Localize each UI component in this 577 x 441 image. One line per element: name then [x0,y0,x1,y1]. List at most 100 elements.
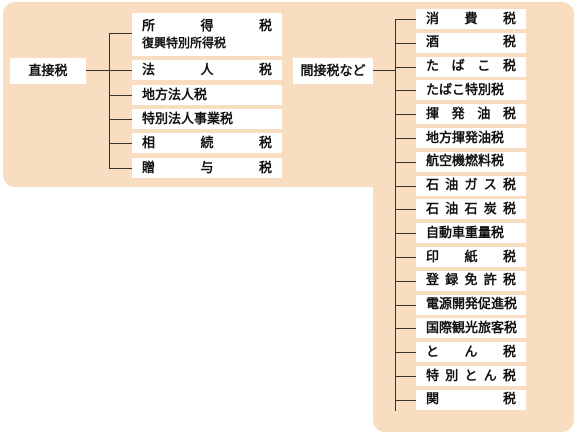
indirect-tax-item: 印紙税 [416,247,526,267]
direct-branch-line [109,33,132,34]
indirect-tax-item-char: 許 [483,273,497,289]
indirect-tax-item-char: 録 [445,273,459,289]
indirect-tax-item-char: 税 [502,178,516,194]
indirect-branch-line [395,43,416,44]
indirect-tax-item-char: 税 [502,35,516,51]
indirect-tax-item-char: と [464,368,478,384]
indirect-branch-line [395,90,416,91]
indirect-branch-line [395,19,416,20]
direct-tax-item-char: 税 [258,19,272,34]
indirect-tax-item-char: 石 [464,201,478,217]
indirect-tax-item: 航空機燃料税 [416,151,526,172]
indirect-tax-item-char: 消 [426,11,440,27]
indirect-tax-item-char: た [426,59,440,75]
indirect-branch-line [395,281,416,282]
indirect-tax-item: 石油ガス税 [416,175,526,196]
direct-tax-label-text: 直接税 [28,63,68,79]
indirect-branch-line [395,138,416,139]
direct-tax-item-char: 人 [200,62,214,78]
indirect-connector-stub [373,70,395,71]
indirect-tax-item-char: 税 [502,344,516,360]
direct-branch-line [109,119,132,120]
direct-tax-item-char: 続 [200,135,214,151]
indirect-tax-item-char: 税 [502,106,516,122]
indirect-branch-line [395,352,416,353]
indirect-branch-line [395,162,416,163]
indirect-branch-line [395,114,416,115]
indirect-tax-item-char: 油 [477,106,491,122]
indirect-tax-item-char: 免 [464,273,478,289]
indirect-tax-item-text: 自動車重量税 [426,225,505,241]
indirect-branch-line [395,257,416,258]
indirect-tax-item-char: 石 [426,178,440,194]
indirect-tax-item: 国際観光旅客税 [416,318,526,339]
indirect-tax-item: 特別とん税 [416,366,526,386]
indirect-branch-line [395,209,416,210]
direct-tax-item-name: 所得税 [142,20,272,33]
indirect-tax-item-char: 印 [426,249,440,265]
direct-tax-item: 所得税復興特別所得税 [132,13,282,56]
indirect-tax-item-char: 発 [451,106,465,122]
indirect-branch-line [395,233,416,234]
direct-tax-item: 地方法人税 [132,85,282,105]
indirect-tax-item-text: 地方揮発油税 [426,130,505,146]
indirect-connector-trunk [395,19,396,411]
indirect-tax-item-text: 電源開発促進税 [426,297,518,313]
direct-branch-line [109,95,132,96]
indirect-tax-item: 電源開発促進税 [416,294,526,315]
direct-tax-item: 相続税 [132,133,282,153]
indirect-tax-item-char: 税 [502,392,516,408]
direct-tax-item-char: 得 [200,19,214,34]
indirect-tax-item-char: 酒 [426,35,440,51]
indirect-branch-line [395,376,416,377]
indirect-tax-item-char: 税 [502,201,516,217]
indirect-tax-item-char: 石 [426,201,440,217]
direct-tax-item-subtitle: 復興特別所得税 [142,36,227,50]
direct-tax-item-char: 税 [258,62,272,78]
indirect-tax-item: 揮発油税 [416,104,526,125]
direct-tax-item-char: 税 [258,160,272,176]
indirect-branch-line [395,305,416,306]
indirect-tax-item: たばこ税 [416,56,526,77]
indirect-tax-item-char: ん [464,344,478,360]
direct-tax-item: 法人税 [132,60,282,80]
indirect-tax-item-char: 税 [502,11,516,27]
indirect-tax-item-char: と [426,344,440,360]
indirect-tax-item-char: 税 [502,368,516,384]
indirect-tax-item-text: たばこ特別税 [426,82,505,98]
direct-branch-line [109,168,132,169]
indirect-tax-item-char: ス [483,178,497,194]
indirect-tax-item-char: 油 [445,178,459,194]
indirect-tax-item: 地方揮発油税 [416,128,526,148]
direct-tax-item-char: 税 [258,135,272,151]
indirect-tax-item-char: 関 [426,392,440,408]
direct-connector-trunk [109,33,110,169]
indirect-branch-line [395,186,416,187]
indirect-tax-item-char: 税 [502,249,516,265]
indirect-tax-item: 関税 [416,389,526,410]
indirect-tax-item-char: 特 [426,368,440,384]
indirect-tax-item-char: 費 [464,11,478,27]
indirect-tax-item: たばこ特別税 [416,80,526,101]
indirect-tax-item-text: 航空機燃料税 [426,154,505,170]
indirect-tax-item-char: 税 [502,59,516,75]
indirect-branch-line [395,400,416,401]
indirect-tax-item: 消費税 [416,9,526,29]
direct-tax-item-text: 特別法人事業税 [142,111,234,127]
indirect-tax-item: 石油石炭税 [416,199,526,220]
direct-tax-item-char: 法 [142,62,156,78]
indirect-tax-item-char: こ [477,59,491,75]
indirect-tax-item: とん税 [416,342,526,363]
direct-branch-line [109,70,132,71]
indirect-tax-item-char: 紙 [464,249,478,265]
indirect-tax-item: 登録免許税 [416,270,526,291]
direct-tax-item: 贈与税 [132,158,282,178]
direct-tax-item: 特別法人事業税 [132,109,282,129]
indirect-tax-item-char: 油 [445,201,459,217]
direct-branch-line [109,143,132,144]
indirect-tax-item-char: 別 [445,368,459,384]
indirect-tax-item-char: ば [451,59,465,75]
indirect-tax-item-char: 炭 [483,201,497,217]
indirect-branch-line [395,328,416,329]
direct-connector-stub [86,70,109,71]
